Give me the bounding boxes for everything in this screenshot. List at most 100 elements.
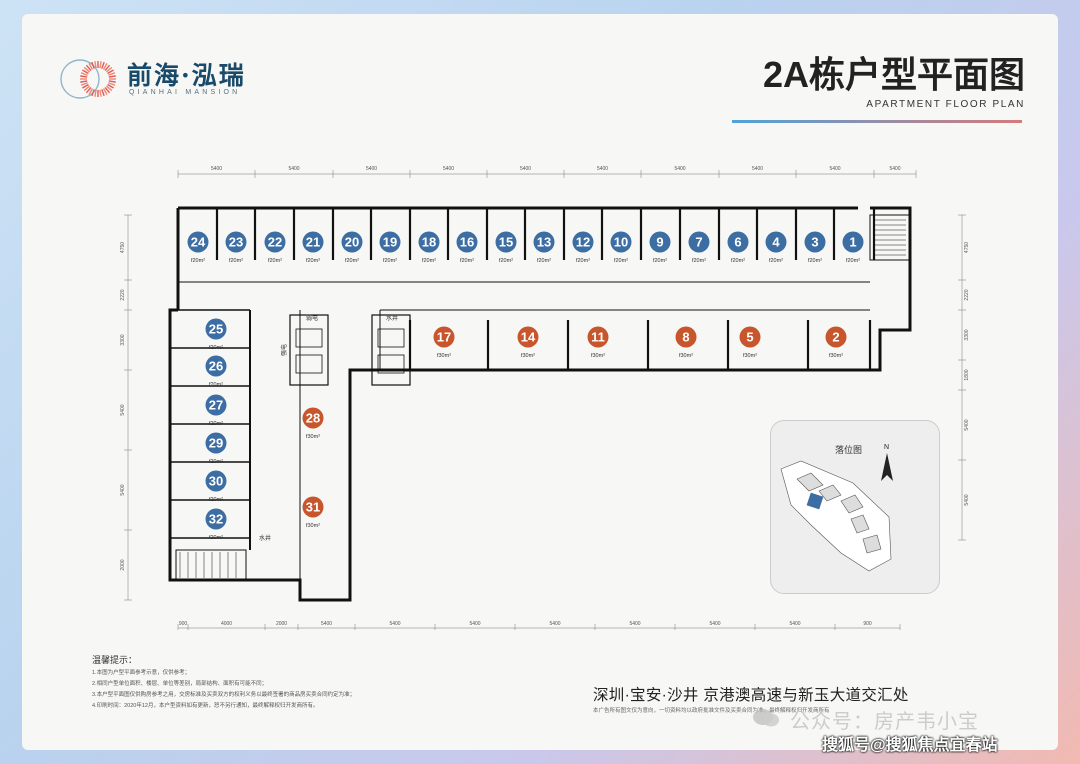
unit-area: f20m² <box>576 258 590 264</box>
unit-number: 12 <box>576 235 590 250</box>
dimension-label: 5400 <box>674 166 685 172</box>
unit-number: 11 <box>591 330 605 345</box>
dimension-label: 900 <box>179 621 188 627</box>
dimension-label: 2000 <box>276 621 287 627</box>
unit-area: f20m² <box>653 258 667 264</box>
unit-area: f20m² <box>306 258 320 264</box>
dimension-label: 5400 <box>443 166 454 172</box>
note-item: 4.印刷时间：2020年12月，本户型资料如有更新，恕不另行通知，最终解释权归开… <box>92 703 319 709</box>
site-plan-title: 落位图 <box>835 445 863 455</box>
dimension-label: 5400 <box>366 166 377 172</box>
unit-area: f20m² <box>209 497 223 503</box>
unit-marker: 4 f20m² <box>765 231 787 264</box>
core-label: 水井 <box>259 534 271 542</box>
unit-number: 25 <box>209 322 223 337</box>
unit-marker: 17 f30m² <box>433 326 455 359</box>
unit-number: 6 <box>734 235 741 250</box>
dimension-label: 2000 <box>120 559 126 570</box>
brand-name-cn: 前海·泓瑞 <box>127 61 246 90</box>
unit-number: 26 <box>209 359 223 374</box>
unit-area: f20m² <box>209 382 223 388</box>
dimension-label: 5400 <box>709 621 720 627</box>
unit-area: f20m² <box>460 258 474 264</box>
dimension-label: 5400 <box>964 419 970 430</box>
unit-area: f30m² <box>679 353 693 359</box>
unit-number: 1 <box>849 235 856 250</box>
unit-area: f20m² <box>345 258 359 264</box>
dimension-label: 5400 <box>549 621 560 627</box>
plan-sheet <box>22 14 1058 750</box>
site-plan-panel: N 落位图 <box>770 420 940 594</box>
unit-number: 9 <box>656 235 663 250</box>
unit-area: f20m² <box>191 258 205 264</box>
unit-area: f20m² <box>846 258 860 264</box>
unit-area: f20m² <box>209 535 223 541</box>
unit-marker: 21 f20m² <box>302 231 324 264</box>
unit-marker: 24 f20m² <box>187 231 209 264</box>
unit-area: f30m² <box>437 353 451 359</box>
unit-number: 29 <box>209 436 223 451</box>
page-subtitle: APARTMENT FLOOR PLAN <box>866 99 1025 110</box>
dimension-label: 4000 <box>221 621 232 627</box>
unit-number: 4 <box>772 235 780 250</box>
core-label: 强电 <box>280 344 288 356</box>
unit-number: 2 <box>832 330 839 345</box>
dimension-label: 5400 <box>520 166 531 172</box>
dimension-label: 5400 <box>829 166 840 172</box>
unit-number: 17 <box>437 330 451 345</box>
unit-area: f20m² <box>537 258 551 264</box>
unit-area: f20m² <box>422 258 436 264</box>
unit-number: 21 <box>306 235 320 250</box>
dimension-label: 2220 <box>120 289 126 300</box>
unit-area: f20m² <box>769 258 783 264</box>
unit-marker: 32 f20m² <box>205 508 227 541</box>
site-plan-map: N <box>780 444 893 572</box>
unit-number: 10 <box>614 235 628 250</box>
unit-marker: 18 f20m² <box>418 231 440 264</box>
unit-marker: 25 f20m² <box>205 318 227 351</box>
unit-area: f20m² <box>383 258 397 264</box>
notes-heading: 温馨提示： <box>92 655 138 665</box>
dimension-label: 5400 <box>789 621 800 627</box>
unit-number: 24 <box>191 235 206 250</box>
unit-marker: 2 f30m² <box>825 326 847 359</box>
dimension-label: 5400 <box>389 621 400 627</box>
unit-marker: 12 f20m² <box>572 231 594 264</box>
dimension-label: 5400 <box>288 166 299 172</box>
core-label: 弱电 <box>306 314 318 322</box>
unit-area: f30m² <box>591 353 605 359</box>
legal-disclaimer: 本广告所有图文仅为意向，一切资料均以政府批准文件及买卖合同为准，最终解释权归开发… <box>593 708 830 714</box>
dimension-label: 5400 <box>752 166 763 172</box>
unit-area: f30m² <box>521 353 535 359</box>
unit-number: 8 <box>682 330 689 345</box>
unit-number: 5 <box>746 330 753 345</box>
dimension-label: 5400 <box>597 166 608 172</box>
project-location: 深圳·宝安·沙井 京港澳高速与新玉大道交汇处 <box>593 687 909 704</box>
unit-area: f20m² <box>268 258 282 264</box>
unit-area: f20m² <box>692 258 706 264</box>
unit-number: 15 <box>499 235 513 250</box>
unit-area: f20m² <box>209 345 223 351</box>
unit-area: f30m² <box>829 353 843 359</box>
unit-number: 23 <box>229 235 243 250</box>
unit-number: 7 <box>695 235 702 250</box>
dimension-label: 900 <box>863 621 872 627</box>
dimension-label: 5400 <box>469 621 480 627</box>
unit-number: 22 <box>268 235 282 250</box>
north-label: N <box>884 444 889 451</box>
unit-number: 18 <box>422 235 436 250</box>
brand-logo-icon <box>60 59 116 99</box>
dimension-label: 5400 <box>889 166 900 172</box>
unit-number: 32 <box>209 512 223 527</box>
